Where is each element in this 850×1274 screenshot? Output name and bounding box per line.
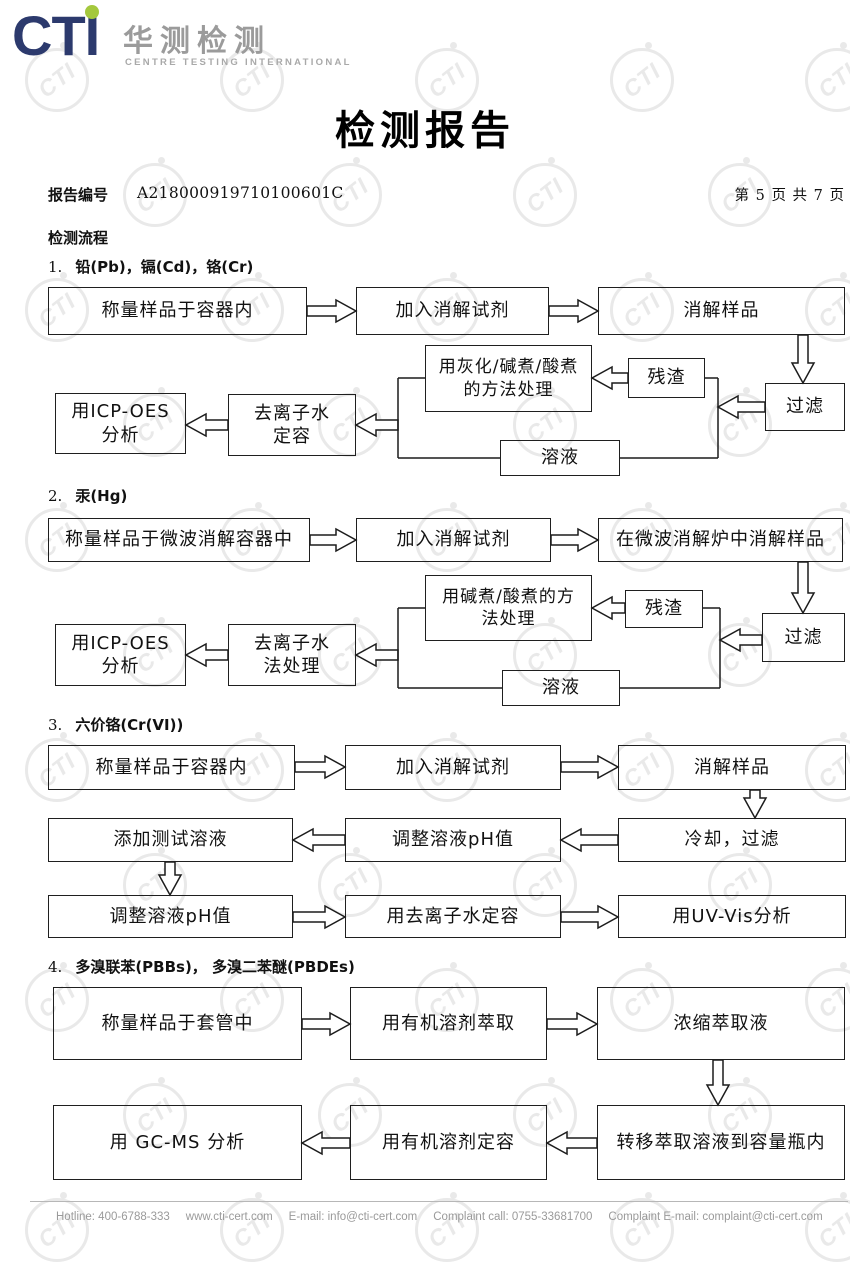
cti-watermark-icon: CTI — [220, 962, 284, 1032]
cti-watermark-icon: CTI — [415, 272, 479, 342]
cti-watermark-icon: CTI — [610, 1192, 674, 1262]
node-gc-ms-analysis: 用 GC-MS 分析 — [53, 1105, 302, 1180]
flow-3-number: 3. — [48, 716, 63, 734]
node-solution: 溶液 — [500, 440, 620, 476]
node-digest-sample-3: 消解样品 — [618, 745, 846, 790]
node-solution-2: 溶液 — [502, 670, 620, 706]
cti-watermark-icon: CTI — [25, 962, 89, 1032]
cti-watermark-icon: CTI — [610, 962, 674, 1032]
node-weigh-sample-microwave-vessel: 称量样品于微波消解容器中 — [48, 518, 310, 562]
cti-watermark-icon: CTI — [708, 157, 772, 227]
logo-chinese-name: 华测检测 — [123, 24, 271, 59]
cti-watermark-icon: CTI — [123, 1077, 187, 1147]
cti-watermark-icon: CTI — [513, 157, 577, 227]
node-filter-2: 过滤 — [762, 613, 845, 662]
node-add-test-solution: 添加测试溶液 — [48, 818, 293, 862]
node-adjust-ph-2: 调整溶液pH值 — [48, 895, 293, 938]
node-concentrate-extract: 浓缩萃取液 — [597, 987, 845, 1060]
node-deionized-water-dilute-3: 用去离子水定容 — [345, 895, 561, 938]
node-residue: 残渣 — [628, 358, 705, 398]
flow-1-number: 1. — [48, 258, 63, 276]
cti-watermark-icon: CTI — [220, 272, 284, 342]
flow-3-heading: 3. 六价铬(Cr(VI)) — [48, 714, 183, 735]
flow-2-number: 2. — [48, 487, 63, 505]
cti-watermark-icon: CTI — [513, 1077, 577, 1147]
node-adjust-ph-1: 调整溶液pH值 — [345, 818, 561, 862]
cti-watermark-icon: CTI — [415, 962, 479, 1032]
cti-watermark-icon: CTI — [25, 272, 89, 342]
footer-divider — [30, 1201, 848, 1202]
cti-watermark-icon: CTI — [513, 847, 577, 917]
node-filter: 过滤 — [765, 383, 845, 431]
logo-green-dot-icon — [85, 5, 99, 19]
node-weigh-sample-in-container-3: 称量样品于容器内 — [48, 745, 295, 790]
cti-watermark-icon: CTI — [415, 502, 479, 572]
cti-watermark-icon: CTI — [415, 732, 479, 802]
node-weigh-sample-in-container: 称量样品于容器内 — [48, 287, 307, 335]
cti-watermark-icon: CTI — [123, 847, 187, 917]
process-section-heading: 检测流程 — [48, 229, 109, 247]
node-add-digestion-reagent-3: 加入消解试剂 — [345, 745, 561, 790]
cti-watermark-icon: CTI — [220, 502, 284, 572]
report-no-label: 报告编号 — [48, 186, 109, 204]
cti-watermark-icon: CTI — [25, 732, 89, 802]
flow-4-number: 4. — [48, 958, 63, 976]
node-add-digestion-reagent-2: 加入消解试剂 — [356, 518, 551, 562]
cti-watermark-icon: CTI — [805, 962, 850, 1032]
node-boiling-treatment-2: 用碱煮/酸煮的方 法处理 — [425, 575, 592, 641]
cti-watermark-icon: CTI — [123, 157, 187, 227]
cti-watermark-icon: CTI — [318, 157, 382, 227]
node-cool-and-filter: 冷却，过滤 — [618, 818, 846, 862]
cti-watermark-icon: CTI — [25, 42, 89, 112]
cti-watermark-icon: CTI — [513, 387, 577, 457]
cti-watermark-icon: CTI — [610, 42, 674, 112]
cti-watermark-icon: CTI — [708, 387, 772, 457]
logo-english-name: CENTRE TESTING INTERNATIONAL — [125, 57, 352, 68]
node-icp-oes-analysis-2: 用ICP-OES 分析 — [55, 624, 186, 686]
cti-watermark-icon: CTI — [318, 847, 382, 917]
node-weigh-sample-in-thimble: 称量样品于套管中 — [53, 987, 302, 1060]
cti-watermark-icon: CTI — [610, 272, 674, 342]
flow-3-title: 六价铬(Cr(VI)) — [75, 716, 184, 734]
cti-watermark-icon: CTI — [805, 272, 850, 342]
node-transfer-extract-to-flask: 转移萃取溶液到容量瓶内 — [597, 1105, 845, 1180]
cti-watermark-icon: CTI — [25, 1192, 89, 1262]
cti-watermark-icon: CTI — [805, 502, 850, 572]
node-deionized-water-dilute: 去离子水 定容 — [228, 394, 356, 456]
page-number-info: 第 5 页 共 7 页 — [734, 188, 845, 204]
cti-watermark-icon: CTI — [220, 1192, 284, 1262]
node-organic-solvent-dilute: 用有机溶剂定容 — [350, 1105, 547, 1180]
flow-2-heading: 2. 汞(Hg) — [48, 485, 127, 506]
cti-watermark-icon: CTI — [708, 847, 772, 917]
cti-watermark-icon: CTI — [220, 732, 284, 802]
report-no-value: A218000919710100601C — [137, 184, 344, 202]
node-uv-vis-analysis: 用UV-Vis分析 — [618, 895, 846, 938]
node-digest-sample: 消解样品 — [598, 287, 845, 335]
flow-2-title: 汞(Hg) — [75, 487, 128, 505]
flow-1-title: 铅(Pb)，镉(Cd)，铬(Cr) — [75, 258, 254, 276]
node-ashing-boiling-treatment: 用灰化/碱煮/酸煮 的方法处理 — [425, 345, 592, 412]
cti-watermark-icon: CTI — [708, 1077, 772, 1147]
node-microwave-digest-sample: 在微波消解炉中消解样品 — [598, 518, 843, 562]
flow-4-heading: 4. 多溴联苯(PBBs)， 多溴二苯醚(PBDEs) — [48, 956, 355, 977]
node-add-digestion-reagent: 加入消解试剂 — [356, 287, 549, 335]
cti-watermark-icon: CTI — [415, 42, 479, 112]
cti-watermark-icon: CTI — [805, 732, 850, 802]
cti-watermark-icon: CTI — [610, 502, 674, 572]
node-organic-solvent-extraction: 用有机溶剂萃取 — [350, 987, 547, 1060]
node-deionized-water-treatment: 去离子水 法处理 — [228, 624, 356, 686]
footer-contact-info: Hotline: 400-6788-333 www.cti-cert.com E… — [56, 1211, 823, 1223]
flow-4-title: 多溴联苯(PBBs)， 多溴二苯醚(PBDEs) — [75, 958, 355, 976]
cti-watermark-icon: CTI — [805, 42, 850, 112]
cti-watermark-icon: CTI — [805, 1192, 850, 1262]
cti-watermark-icon: CTI — [415, 1192, 479, 1262]
node-icp-oes-analysis: 用ICP-OES 分析 — [55, 393, 186, 454]
flow-1-heading: 1. 铅(Pb)，镉(Cd)，铬(Cr) — [48, 256, 253, 277]
cti-watermark-icon: CTI — [220, 42, 284, 112]
cti-watermark-icon: CTI — [513, 617, 577, 687]
node-residue-2: 残渣 — [625, 590, 703, 628]
cti-watermark-icon: CTI — [25, 502, 89, 572]
cti-logo-text: CTI — [12, 4, 100, 67]
page-title: 检测报告 — [335, 107, 515, 154]
